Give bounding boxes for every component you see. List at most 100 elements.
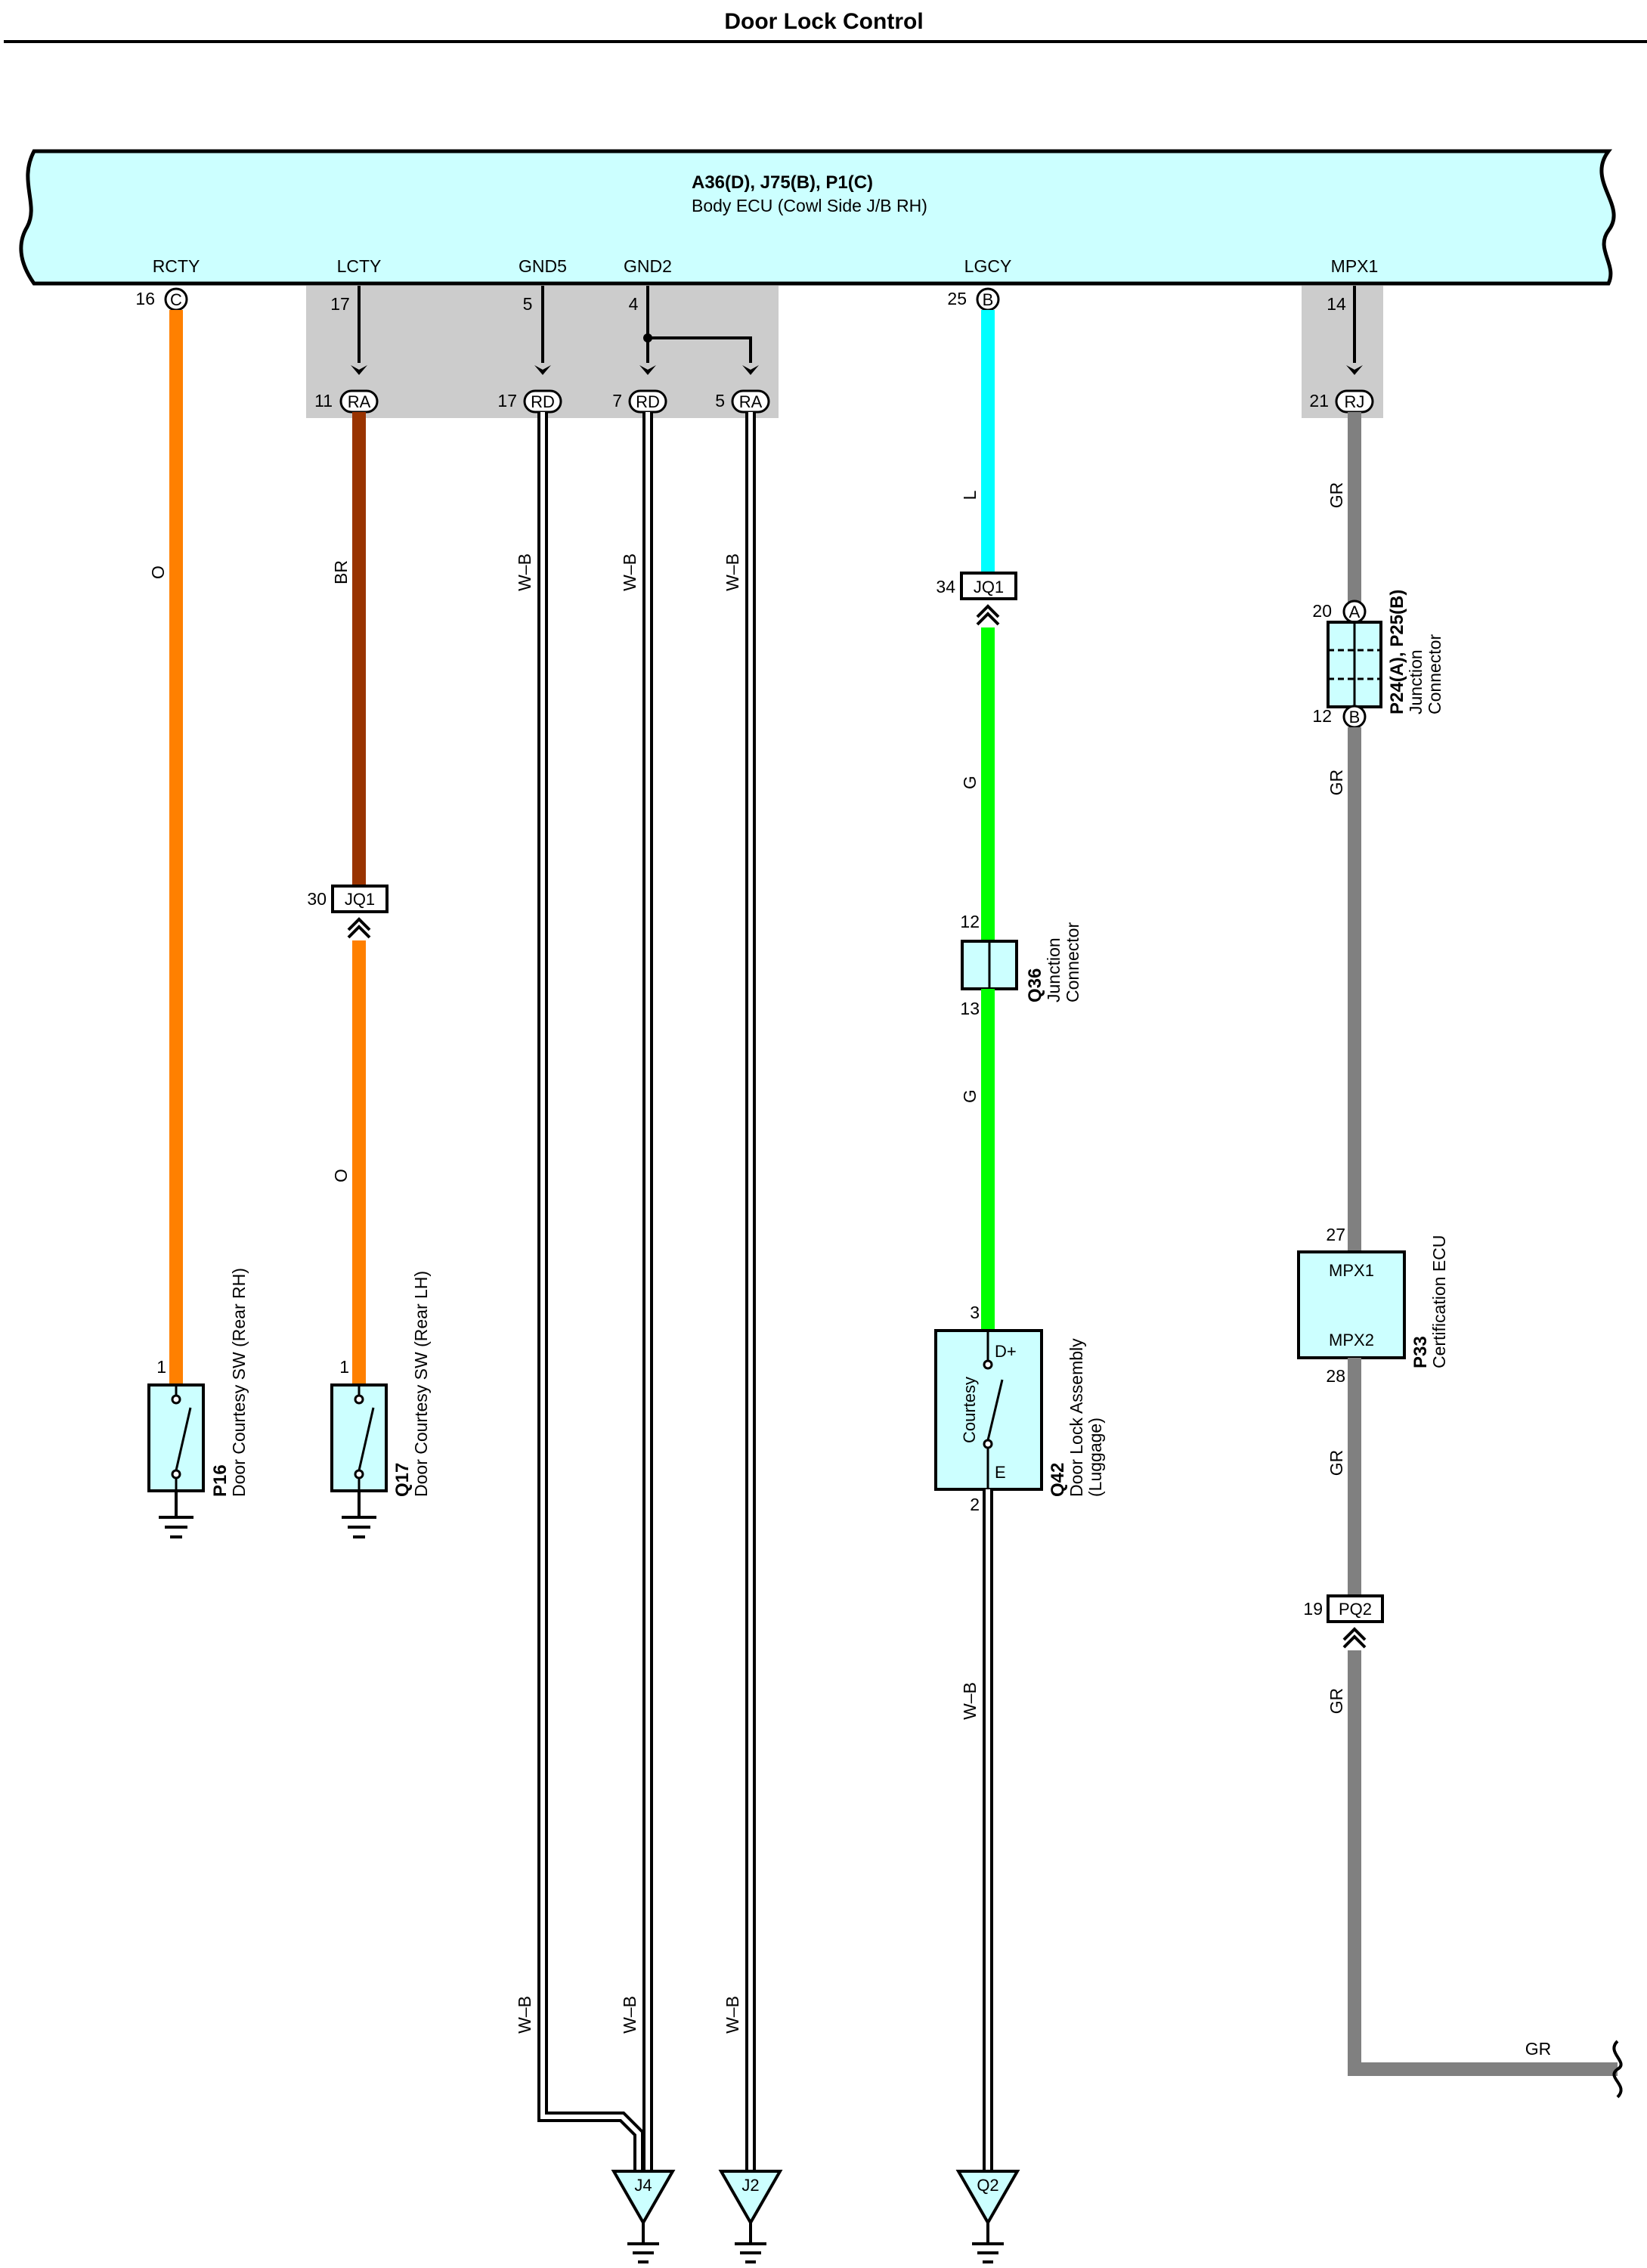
p24-label: P24(A), P25(B) Junction Connector [1387,586,1444,714]
p24-connector-top-label: A [1349,603,1361,621]
wire-label-wb-gnd2a-lower: W–B [620,1996,639,2034]
wire-label-o-rcty: O [148,565,168,579]
p24-internal-lines [1328,622,1381,707]
ecu-name: Body ECU (Cowl Side J/B RH) [692,196,927,215]
p24-code: P24(A), P25(B) [1387,590,1407,714]
wire-label-gr-5: GR [1525,2039,1552,2059]
pq2-connector [1327,1594,1384,1623]
pq2-label: PQ2 [1339,1600,1372,1619]
wire-gnd5-wb-inner [540,412,641,2171]
gnd2-out-pin-b: 5 [715,391,725,411]
lcty-pin: 17 [330,294,350,314]
jq1-lcty-connector [331,885,389,913]
terminal-lcty: LCTY [337,256,382,276]
p33-term-top: MPX1 [1329,1261,1374,1280]
p16-label: P16 Door Courtesy SW (Rear RH) [210,1268,249,1497]
jq1-lgcy-pin: 34 [936,577,955,596]
wire-label-g-upper: G [960,776,980,789]
q36-name-1: Junction [1044,937,1063,1002]
jq1-lgcy-connector [960,572,1017,600]
lcty-out-pin: 11 [314,391,333,411]
wire-label-g-lower: G [960,1089,980,1103]
p33-code: P33 [1410,1336,1431,1368]
ground-j2 [718,2170,783,2263]
p33-term-bottom: MPX2 [1329,1331,1374,1349]
ground-j2-label: J2 [741,2176,759,2195]
q17-label: Q17 Door Courtesy SW (Rear LH) [392,1271,431,1497]
gnd2-out-connector-a-label: RD [636,392,660,411]
terminal-gnd5: GND5 [519,256,567,276]
wire-label-wb-gnd2b-lower: W–B [723,1996,742,2034]
jq1-lcty-label: JQ1 [345,890,375,909]
ground-q2 [955,2170,1020,2263]
gnd5-pin: 5 [523,294,533,314]
gnd2-pin: 4 [629,294,639,314]
lcty-out-connector-label: RA [348,392,371,411]
gnd2-branch [648,336,752,363]
p33-box [1297,1250,1406,1359]
terminal-rcty: RCTY [153,256,200,276]
wire-label-gr-3: GR [1327,1450,1346,1476]
gnd5-out-pin: 17 [497,391,517,411]
gnd2-out-pin-a: 7 [612,391,622,411]
wire-label-wb-gnd5: W–B [515,553,534,591]
terminal-mpx1: MPX1 [1331,256,1379,276]
p24-pin-top: 20 [1312,601,1332,621]
wire-label-gr-2: GR [1327,770,1346,796]
p16-ground [159,1491,193,1538]
wire-label-wb-gnd2b: W–B [723,553,742,591]
gnd2-out-connector-b-label: RA [739,392,763,411]
q17-pin: 1 [339,1357,349,1377]
jq1-lgcy-label: JQ1 [974,578,1004,596]
q17-name: Door Courtesy SW (Rear LH) [411,1271,431,1497]
q42-pin-bottom: 2 [970,1495,980,1514]
mpx1-out-pin: 21 [1309,391,1329,411]
q36-label: Q36 Junction Connector [1025,922,1082,1002]
q17-switch-symbol [354,1385,375,1491]
q42-term-bottom: E [995,1463,1006,1482]
p33-label: P33 Certification ECU [1410,1235,1449,1368]
q17-code: Q17 [392,1463,413,1497]
wire-label-br: BR [331,560,351,584]
p16-code: P16 [210,1464,231,1497]
body-ecu-box [19,149,1616,286]
q42-label: Q42 Door Lock Assembly (Luggage) [1048,1335,1105,1497]
p24-name-1: Junction [1406,649,1426,714]
mpx1-out-connector-label: RJ [1345,392,1365,411]
rcty-pin: 16 [135,289,155,308]
q36-pin-top: 12 [960,912,980,931]
q42-pin-top: 3 [970,1303,980,1322]
ground-q2-label: Q2 [977,2176,998,2195]
lgcy-connector-label: B [983,290,994,309]
q17-ground [342,1491,376,1538]
q36-code: Q36 [1025,968,1045,1002]
wire-label-wb-gnd5-lower: W–B [515,1996,534,2034]
p16-name: Door Courtesy SW (Rear RH) [229,1268,249,1497]
q42-name-1: Door Lock Assembly [1067,1338,1086,1497]
q42-inner-label: Courtesy [960,1377,979,1443]
q42-switch-symbol [983,1331,1004,1489]
gnd5-out-connector-label: RD [531,392,555,411]
mpx1-pin: 14 [1327,294,1346,314]
lgcy-pin: 25 [947,289,967,308]
wire-label-gr-4: GR [1327,1688,1346,1715]
p24-connector-bottom-label: B [1349,708,1361,727]
q42-name-2: (Luggage) [1085,1418,1105,1497]
p24-name-2: Connector [1425,634,1444,714]
p33-pin-top: 27 [1326,1225,1345,1244]
pq2-pin: 19 [1303,1599,1323,1619]
p16-pin: 1 [156,1357,166,1377]
q42-code: Q42 [1048,1463,1068,1497]
p16-switch-symbol [171,1385,192,1491]
p24-pin-bottom: 12 [1312,706,1332,726]
ecu-codes: A36(D), J75(B), P1(C) [692,172,873,193]
page-title: Door Lock Control [724,9,923,34]
p33-pin-bottom: 28 [1326,1366,1345,1386]
ground-j4-label: J4 [634,2176,652,2195]
q42-term-top: D+ [995,1342,1017,1361]
wire-label-wb-q42: W–B [960,1682,980,1720]
wire-label-o-lcty: O [331,1169,351,1182]
wire-label-gr-1: GR [1327,482,1346,509]
wire-mpx1-gr-4 [1348,1650,1618,2076]
